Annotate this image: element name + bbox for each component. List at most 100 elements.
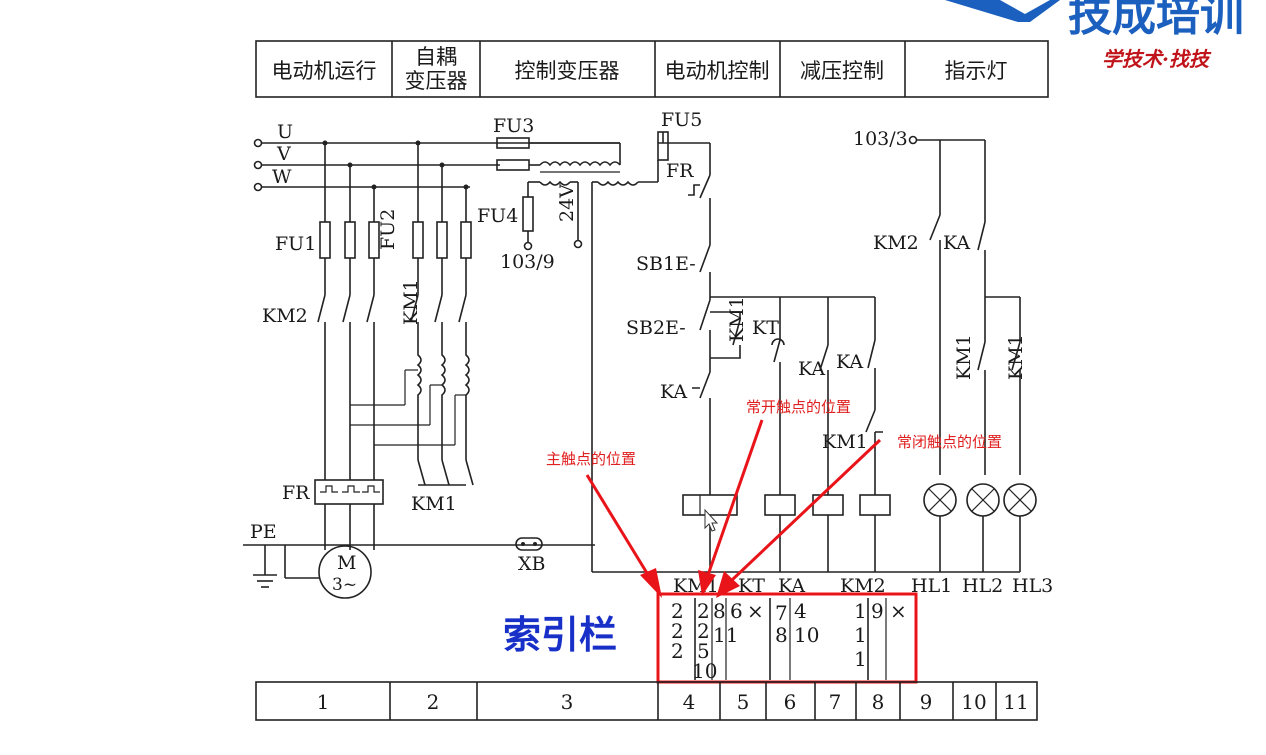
coil-KT: [764, 494, 796, 516]
annotation-nc-contact: 常闭触点的位置: [897, 433, 1002, 451]
column-number-4: 4: [683, 690, 696, 714]
control-circuit: FU5 FR SB1E- SB2E- KM1 KA KT KA KA KM1: [592, 109, 1020, 597]
label-coil-KT: KT: [738, 575, 765, 597]
svg-text:1: 1: [854, 599, 867, 623]
index-km1-main: 2 2 2: [671, 599, 684, 663]
column-number-9: 9: [920, 690, 933, 714]
label-KM2-main: KM2: [262, 305, 308, 327]
header-table: 电动机运行 自耦 变压器 控制变压器 电动机控制 减压控制 指示灯: [255, 40, 1049, 98]
label-KA-1: KA: [798, 358, 825, 380]
fuse-FU1-2: [344, 221, 356, 259]
header-section-control-transformer: 控制变压器: [515, 59, 620, 83]
index-km1-nc2: 11: [713, 623, 738, 647]
svg-text:2: 2: [671, 639, 684, 663]
index-ka-no-2: 8: [775, 623, 788, 647]
index-ka-nc-1: 4: [794, 599, 807, 623]
fuse-FU2-2: [436, 221, 448, 259]
svg-text:1: 1: [854, 623, 867, 647]
label-KM1-auto: KM1: [411, 493, 457, 515]
label-KM1-nc: KM1: [822, 431, 868, 453]
column-number-5: 5: [737, 690, 750, 714]
label-24V: 24V: [556, 184, 578, 222]
lamp-HL1: [923, 483, 957, 517]
column-number-11: 11: [1003, 690, 1028, 714]
index-title: 索引栏: [503, 613, 617, 657]
label-coil-KA: KA: [778, 575, 805, 597]
label-FU5: FU5: [661, 109, 702, 131]
header-section-autotransformer-line1: 自耦: [415, 45, 457, 69]
label-FU1: FU1: [275, 233, 316, 255]
brand-logo: 技成培训 学技术·找技: [945, 0, 1244, 71]
label-FR-contact: FR: [666, 160, 694, 182]
label-KA-2: KA: [836, 351, 863, 373]
svg-text:10: 10: [692, 659, 717, 683]
index-ka-nc-2: 10: [794, 623, 819, 647]
label-KT: KT: [752, 317, 779, 339]
column-number-bar: 1 2 3 4 5 6 7 8 9 10 11: [255, 681, 1038, 721]
label-KA-nc: KA: [660, 381, 687, 403]
header-section-indicator: 指示灯: [945, 59, 1008, 83]
lamp-HL2: [966, 483, 1000, 517]
fuse-FU2-3: [460, 221, 472, 259]
fuse-FU2-1: [412, 221, 424, 259]
label-FU3: FU3: [493, 115, 534, 137]
svg-text:5: 5: [697, 639, 710, 663]
index-kt-nc: ×: [747, 599, 764, 623]
label-FR-relay: FR: [282, 482, 310, 504]
label-SB1E: SB1E-: [636, 253, 696, 275]
indicator-circuit: 103/3 KM2 KA KM1 KM1 HL1 HL2 HL3: [853, 128, 1053, 597]
label-HL3: HL3: [1012, 575, 1053, 597]
label-FU4: FU4: [477, 205, 518, 227]
mouse-cursor-icon: [704, 508, 719, 532]
label-U: U: [277, 121, 293, 143]
column-number-10: 10: [961, 690, 986, 714]
index-km2-nc: ×: [890, 599, 907, 623]
index-kt-no: 6: [730, 599, 743, 623]
svg-text:2: 2: [697, 619, 710, 643]
power-bus: U V W: [253, 121, 620, 192]
column-number-2: 2: [427, 690, 440, 714]
svg-text:2: 2: [671, 599, 684, 623]
fuse-FU3-2: [496, 159, 530, 171]
lamp-HL3: [1003, 483, 1037, 517]
column-number-1: 1: [317, 690, 330, 714]
motor-M: [318, 545, 372, 599]
thermal-relay-FR: [314, 479, 384, 505]
header-section-motor-run: 电动机运行: [272, 59, 377, 83]
label-coil-KM2: KM2: [840, 575, 886, 597]
label-KM1-hold: KM1: [726, 296, 748, 342]
label-103-9: 103/9: [500, 251, 555, 273]
label-KM1-main: KM1: [400, 279, 422, 325]
index-km1-nc: 8: [713, 599, 726, 623]
coil-KM2: [859, 494, 891, 516]
fuse-FU1-1: [319, 221, 331, 259]
column-number-8: 8: [872, 690, 885, 714]
header-section-reduced-voltage: 减压控制: [800, 59, 884, 83]
header-section-autotransformer-line2: 变压器: [405, 69, 468, 93]
column-number-7: 7: [829, 690, 842, 714]
column-number-6: 6: [784, 690, 797, 714]
annotation-no-contact: 常开触点的位置: [746, 398, 851, 416]
label-W: W: [272, 166, 292, 188]
label-103-3: 103/3: [853, 128, 908, 150]
annotations: 主触点的位置 常开触点的位置 常闭触点的位置: [546, 398, 1002, 598]
label-HL1: HL1: [911, 575, 952, 597]
index-km2-main: 1 1 1: [854, 599, 867, 671]
column-number-3: 3: [561, 690, 574, 714]
label-motor-M: M: [337, 552, 356, 574]
header-section-motor-control: 电动机控制: [665, 59, 770, 83]
label-FU2: FU2: [377, 209, 399, 250]
fuse-FU4: [522, 196, 534, 232]
label-KM2-ind: KM2: [873, 232, 919, 254]
index-bar: 索引栏 2 2 2 2 2 5 10 8 11 6 × 7 8 4 10 1 1…: [503, 598, 907, 683]
logo-slogan: 学技术·找技: [1102, 47, 1212, 71]
index-ka-no-1: 7: [775, 601, 788, 625]
index-km1-no: 2 2 5 10: [692, 599, 717, 683]
index-km2-no: 9: [871, 599, 884, 623]
control-transformer: FU3 FU4 103/9 24V: [477, 115, 659, 572]
label-SB2E: SB2E-: [626, 317, 686, 339]
label-V: V: [276, 143, 291, 165]
connector-XB: [515, 537, 543, 551]
label-motor-3phase: 3~: [332, 575, 357, 595]
